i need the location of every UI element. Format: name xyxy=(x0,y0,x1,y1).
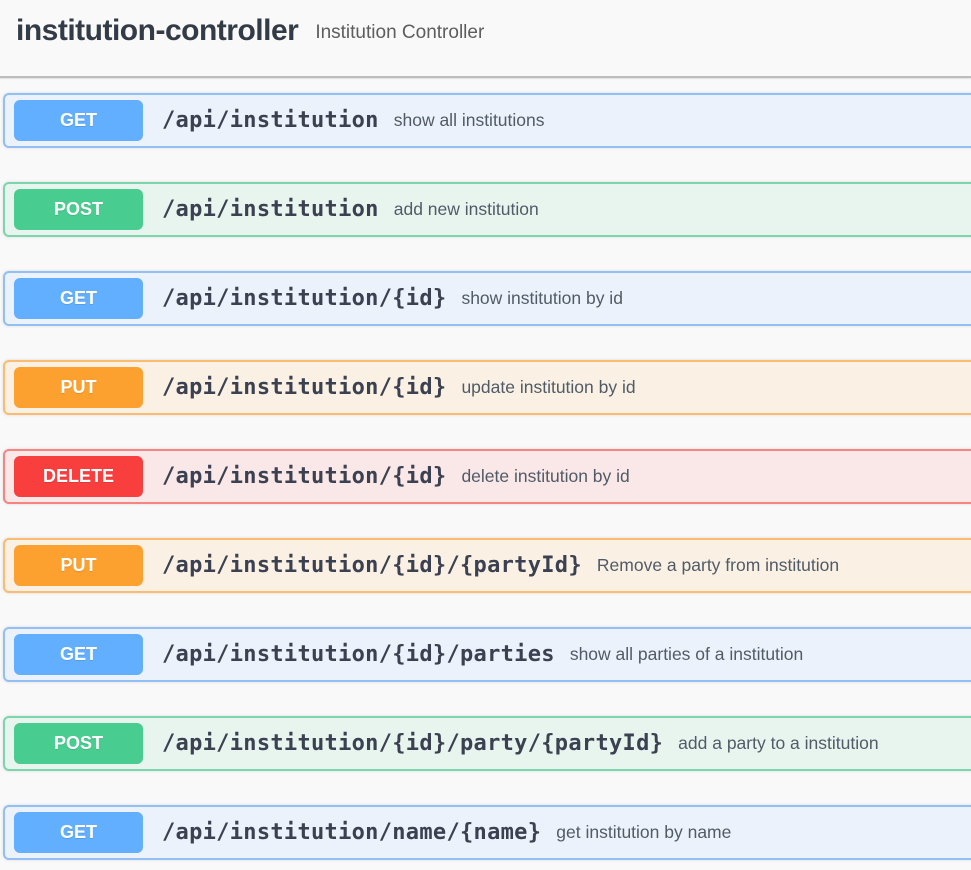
endpoint-description: show all parties of a institution xyxy=(569,644,804,664)
endpoint-path: /api/institution/{id}/{partyId} xyxy=(162,553,582,578)
endpoint-path: /api/institution xyxy=(162,197,379,222)
page-subtitle: Institution Controller xyxy=(315,22,485,43)
endpoint-row[interactable]: GET /api/institution show all institutio… xyxy=(3,93,971,148)
endpoint-description: show institution by id xyxy=(461,288,623,308)
endpoint-description: delete institution by id xyxy=(461,466,630,486)
endpoint-path: /api/institution xyxy=(162,108,379,133)
endpoint-path: /api/institution/{id} xyxy=(162,375,447,400)
endpoint-list: GET /api/institution show all institutio… xyxy=(0,93,971,860)
endpoint-path: /api/institution/{id} xyxy=(162,286,447,311)
endpoint-row[interactable]: PUT /api/institution/{id} update institu… xyxy=(3,360,971,415)
endpoint-row[interactable]: DELETE /api/institution/{id} delete inst… xyxy=(3,449,971,504)
endpoint-description: show all institutions xyxy=(393,110,545,130)
endpoint-description: get institution by name xyxy=(556,822,732,842)
http-method-badge[interactable]: GET xyxy=(14,100,143,141)
endpoint-row[interactable]: GET /api/institution/{id} show instituti… xyxy=(3,271,971,326)
endpoint-description: update institution by id xyxy=(461,377,636,397)
http-method-badge[interactable]: GET xyxy=(14,634,143,675)
endpoint-path: /api/institution/{id} xyxy=(162,464,447,489)
endpoint-path: /api/institution/name/{name} xyxy=(162,820,542,845)
http-method-badge[interactable]: POST xyxy=(14,723,143,764)
endpoint-row[interactable]: POST /api/institution add new institutio… xyxy=(3,182,971,237)
tag-header[interactable]: institution-controller Institution Contr… xyxy=(0,0,971,52)
http-method-badge[interactable]: PUT xyxy=(14,545,143,586)
section-divider xyxy=(0,76,971,78)
endpoint-description: add a party to a institution xyxy=(678,733,879,753)
page-title: institution-controller xyxy=(16,14,299,47)
http-method-badge[interactable]: DELETE xyxy=(14,456,143,497)
endpoint-path: /api/institution/{id}/parties xyxy=(162,642,555,667)
endpoint-row[interactable]: GET /api/institution/{id}/parties show a… xyxy=(3,627,971,682)
endpoint-row[interactable]: POST /api/institution/{id}/party/{partyI… xyxy=(3,716,971,771)
http-method-badge[interactable]: GET xyxy=(14,812,143,853)
http-method-badge[interactable]: POST xyxy=(14,189,143,230)
endpoint-description: Remove a party from institution xyxy=(596,555,840,575)
http-method-badge[interactable]: PUT xyxy=(14,367,143,408)
endpoint-row[interactable]: GET /api/institution/name/{name} get ins… xyxy=(3,805,971,860)
endpoint-path: /api/institution/{id}/party/{partyId} xyxy=(162,731,664,756)
endpoint-description: add new institution xyxy=(393,199,539,219)
http-method-badge[interactable]: GET xyxy=(14,278,143,319)
endpoint-row[interactable]: PUT /api/institution/{id}/{partyId} Remo… xyxy=(3,538,971,593)
